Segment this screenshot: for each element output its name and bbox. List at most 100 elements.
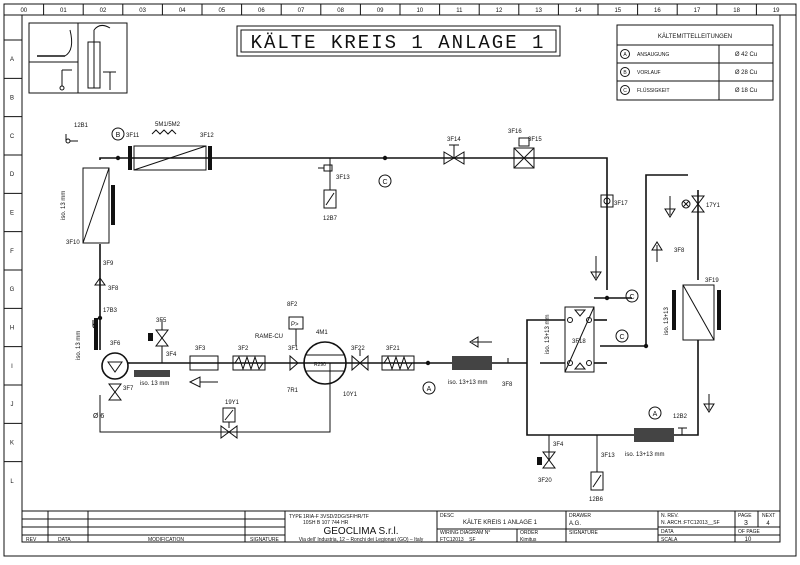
junction-dots bbox=[97, 155, 655, 438]
svg-text:A: A bbox=[623, 52, 627, 58]
sight-glass-3f17 bbox=[600, 194, 614, 208]
sensor-12b6 bbox=[590, 435, 604, 491]
column-label: 11 bbox=[456, 8, 463, 14]
row-label: H bbox=[10, 326, 14, 332]
solenoid-19y1 bbox=[220, 407, 238, 439]
tag-3f8c: 3F8 bbox=[674, 248, 685, 254]
sensor-12b7 bbox=[318, 158, 337, 209]
tag-3f11: 3F11 bbox=[126, 133, 140, 139]
column-label: 18 bbox=[733, 8, 740, 14]
row-label: B bbox=[10, 96, 14, 102]
tag-3f6: 3F6 bbox=[110, 341, 121, 347]
column-label: 09 bbox=[377, 8, 384, 14]
svg-text:MODIFICATION: MODIFICATION bbox=[148, 537, 184, 543]
svg-text:SIGNATURE: SIGNATURE bbox=[250, 537, 279, 543]
tag-3f2: 3F2 bbox=[238, 346, 249, 352]
column-label: 05 bbox=[218, 8, 225, 14]
tag-3f13b: 3F13 bbox=[601, 453, 615, 459]
legend-header: KÄLTEMITTELLEITUNGEN bbox=[658, 33, 732, 40]
svg-text:C: C bbox=[619, 334, 624, 341]
tag-12b2: 12B2 bbox=[673, 414, 688, 420]
svg-text:10SH B 107 744 HR: 10SH B 107 744 HR bbox=[303, 520, 349, 526]
iso-label: iso. 13+13 bbox=[664, 306, 670, 335]
svg-text:3: 3 bbox=[744, 520, 748, 527]
insulation-hatches bbox=[94, 290, 721, 442]
receiver-3f6 bbox=[101, 352, 130, 401]
tag-r290: R290 bbox=[314, 362, 326, 368]
tag-3f8: 3F8 bbox=[108, 286, 119, 292]
svg-text:1RIA-F 3VSD/2DG/SF/HR/TF: 1RIA-F 3VSD/2DG/SF/HR/TF bbox=[303, 514, 369, 520]
tag-3f9: 3F9 bbox=[103, 261, 114, 267]
tag-rame: RAME-CU bbox=[255, 334, 283, 340]
column-label: 03 bbox=[139, 8, 146, 14]
row-label: E bbox=[10, 211, 14, 217]
legend-label: FLÜSSIGKEIT bbox=[637, 87, 670, 94]
column-label: 13 bbox=[535, 8, 542, 14]
tag-3f8b: 3F8 bbox=[502, 382, 513, 388]
svg-text:C: C bbox=[382, 179, 387, 186]
iso-label: iso. 13 mm bbox=[61, 191, 67, 220]
svg-text:B: B bbox=[623, 70, 627, 76]
iso-label: iso. 13 mm bbox=[140, 381, 169, 387]
heat-exchanger-3f19 bbox=[682, 284, 715, 341]
svg-text:A.G.: A.G. bbox=[569, 521, 581, 527]
svg-text:N. REV.: N. REV. bbox=[661, 513, 679, 519]
column-label: 12 bbox=[496, 8, 503, 14]
inner-frame bbox=[21, 14, 781, 543]
svg-text:TYPE: TYPE bbox=[289, 514, 303, 520]
tag-3f15: 3F15 bbox=[528, 137, 542, 143]
tag-4m1: 4M1 bbox=[316, 330, 328, 336]
tag-3f5: 3F5 bbox=[156, 318, 167, 324]
coil-3f2 bbox=[232, 355, 266, 371]
company-name: GEOCLIMA S.r.l. bbox=[323, 526, 398, 537]
valve-3f5 bbox=[148, 320, 169, 363]
tag-3f17: 3F17 bbox=[614, 201, 628, 207]
legend-size: Ø 18 Cu bbox=[735, 88, 757, 94]
heat-exchanger-3f18 bbox=[564, 306, 595, 373]
svg-text:N. ARCH.:FTC12013__SF: N. ARCH.:FTC12013__SF bbox=[661, 520, 720, 526]
legend-size: Ø 28 Cu bbox=[735, 70, 757, 76]
column-label: 00 bbox=[20, 8, 27, 14]
tag-17y1: 17Y1 bbox=[706, 203, 721, 209]
column-label: 02 bbox=[100, 8, 107, 14]
tag-3f14: 3F14 bbox=[447, 137, 461, 143]
column-label: 08 bbox=[337, 8, 344, 14]
flow-arrows bbox=[94, 196, 715, 413]
tag-3f4: 3F4 bbox=[166, 352, 177, 358]
coil-3f21 bbox=[381, 355, 415, 371]
pressure-switch-8f2 bbox=[288, 316, 304, 346]
filter-3f15 bbox=[513, 137, 535, 169]
tag-7r1: 7R1 bbox=[287, 388, 299, 394]
row-label: F bbox=[10, 249, 14, 255]
column-label: 17 bbox=[694, 8, 701, 14]
column-label: 14 bbox=[575, 8, 582, 14]
row-label: A bbox=[10, 57, 14, 63]
tag-10y1: 10Y1 bbox=[343, 392, 358, 398]
tag-5m1: 5M1/5M2 bbox=[155, 122, 181, 128]
row-label: G bbox=[10, 287, 15, 293]
tag-3f18: 3F18 bbox=[572, 339, 586, 345]
column-label: 07 bbox=[298, 8, 305, 14]
legend-label: VORLAUF bbox=[637, 70, 661, 76]
tag-8f2: 8F2 bbox=[287, 302, 298, 308]
legend-size: Ø 42 Cu bbox=[735, 52, 757, 58]
iso-label: iso. 13 mm bbox=[76, 331, 82, 360]
row-label: I bbox=[11, 364, 13, 370]
page-title: KÄLTE KREIS 1 ANLAGE 1 bbox=[251, 32, 546, 54]
svg-text:DESC: DESC bbox=[440, 513, 454, 519]
svg-text:FTC12013__SF: FTC12013__SF bbox=[440, 537, 476, 543]
tag-19y1: 19Y1 bbox=[225, 400, 240, 406]
row-label: L bbox=[10, 479, 14, 485]
svg-text:4: 4 bbox=[766, 521, 770, 527]
refrigerant-line-legend: KÄLTEMITTELLEITUNGEN A B C ANSAUGUNG VOR… bbox=[616, 24, 774, 101]
valve-3f20 bbox=[537, 435, 556, 469]
row-label: D bbox=[10, 172, 15, 178]
svg-text:DRAWER: DRAWER bbox=[569, 513, 591, 519]
column-label: 06 bbox=[258, 8, 265, 14]
svg-text:REV: REV bbox=[26, 537, 37, 543]
tag-3f10: 3F10 bbox=[66, 240, 80, 246]
valve-17y1 bbox=[681, 195, 705, 213]
sheet-thumbnail bbox=[28, 22, 128, 94]
svg-text:DATA: DATA bbox=[58, 537, 71, 543]
